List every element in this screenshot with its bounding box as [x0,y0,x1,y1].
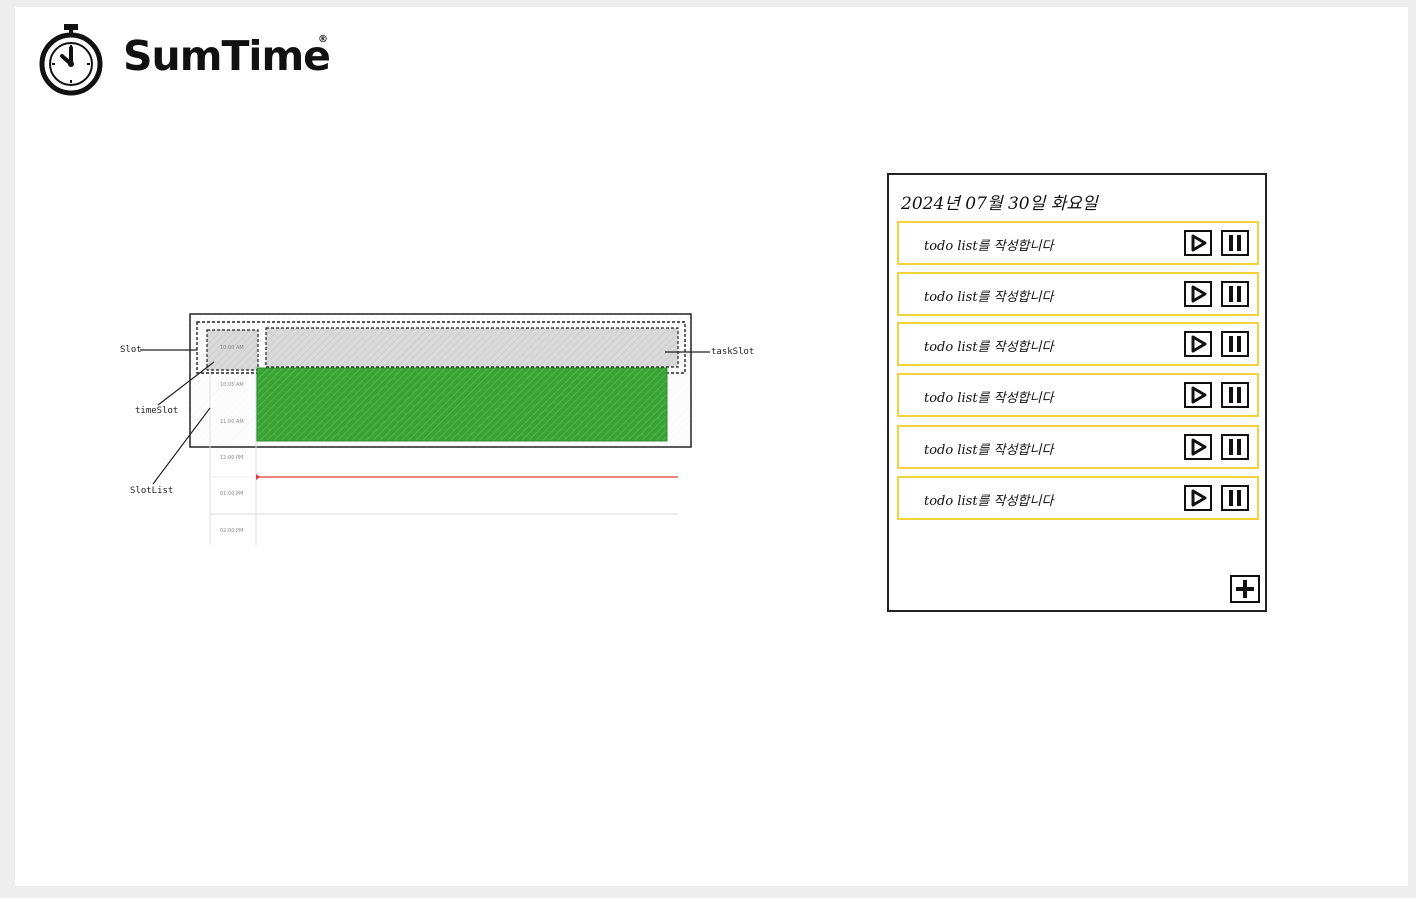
time-label: 10:00 AM [220,345,244,351]
registered-mark: ® [318,34,328,45]
pause-button[interactable] [1221,434,1249,460]
todo-label: todo list를 작성합니다 [924,494,1054,509]
annotation-slot: Slot [120,345,142,355]
pause-button[interactable] [1221,382,1249,408]
annotation-slot-list: SlotList [130,486,174,496]
todo-item[interactable]: todo list를 작성합니다 [897,425,1259,469]
todo-date: 2024년 07월 30일 화요일 [901,194,1098,214]
time-slot-frame [206,329,259,371]
task-block [256,367,668,442]
annotation-time-slot: timeSlot [135,406,179,416]
logo-text: SumTime [123,32,331,80]
time-label: 02:00 PM [220,528,244,534]
pause-button[interactable] [1221,331,1249,357]
time-label: 01:00 PM [220,491,244,497]
play-button[interactable] [1184,331,1212,357]
play-button[interactable] [1184,485,1212,511]
todo-label: todo list를 작성합니다 [924,340,1054,355]
play-icon [1191,489,1207,507]
pause-button[interactable] [1221,485,1249,511]
todo-label: todo list를 작성합니다 [924,290,1054,305]
pause-button[interactable] [1221,230,1249,256]
play-icon [1191,438,1207,456]
play-icon [1191,234,1207,252]
pause-icon [1229,387,1241,403]
todo-label: todo list를 작성합니다 [924,443,1054,458]
todo-item[interactable]: todo list를 작성합니다 [897,221,1259,265]
task-slot-frame [265,327,679,368]
play-icon [1191,285,1207,303]
pause-icon [1229,235,1241,251]
plus-icon [1236,580,1254,598]
todo-item[interactable]: todo list를 작성합니다 [897,373,1259,417]
time-label: 12:00 PM [220,455,244,461]
play-button[interactable] [1184,434,1212,460]
play-button[interactable] [1184,281,1212,307]
pause-icon [1229,286,1241,302]
app-logo: SumTime ® [38,24,338,96]
add-todo-button[interactable] [1230,575,1260,603]
play-button[interactable] [1184,382,1212,408]
time-label: 10:05 AM [220,382,244,388]
todo-label: todo list를 작성합니다 [924,239,1054,254]
pause-button[interactable] [1221,281,1249,307]
stopwatch-icon [39,24,103,96]
todo-label: todo list를 작성합니다 [924,391,1054,406]
time-label: 11:00 AM [220,419,244,425]
annotation-task-slot: taskSlot [711,347,755,357]
timeline-diagram: 10:00 AM 10:05 AM 11:00 AM 12:00 PM 01:0… [0,0,800,600]
play-button[interactable] [1184,230,1212,256]
play-icon [1191,335,1207,353]
pause-icon [1229,336,1241,352]
play-icon [1191,386,1207,404]
pause-icon [1229,490,1241,506]
pause-icon [1229,439,1241,455]
todo-item[interactable]: todo list를 작성합니다 [897,476,1259,520]
todo-item[interactable]: todo list를 작성합니다 [897,272,1259,316]
todo-item[interactable]: todo list를 작성합니다 [897,322,1259,366]
todo-panel: 2024년 07월 30일 화요일 todo list를 작성합니다 todo l… [887,173,1267,612]
